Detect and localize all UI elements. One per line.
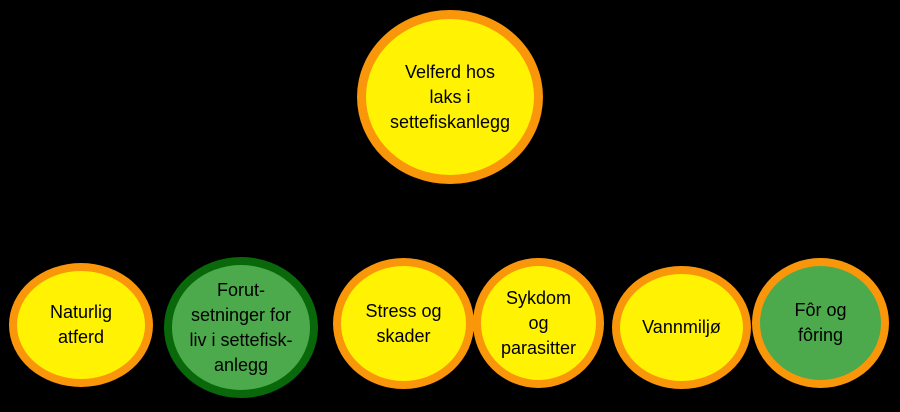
node-label: Vannmiljø (642, 317, 721, 337)
node-sykdom-og-parasitter: Sykdom og parasitter (473, 258, 604, 388)
node-stress-og-skader: Stress og skader (333, 258, 474, 389)
node-label: Sykdom og parasitter (500, 287, 577, 358)
node-label: Forut- setninger for liv i settefisk- an… (189, 279, 293, 375)
node-vannmiljo: Vannmiljø (612, 266, 751, 389)
node-label: Fôr og fôring (794, 300, 847, 345)
node-naturlig-atferd: Naturlig atferd (9, 263, 153, 387)
node-for-og-foring: Fôr og fôring (752, 258, 889, 388)
node-velferd-hos-laks: Velferd hos laks i settefiskanlegg (357, 10, 543, 184)
node-label: Velferd hos laks i settefiskanlegg (389, 61, 511, 132)
node-label: Stress og skader (365, 300, 442, 346)
node-label: Naturlig atferd (49, 302, 113, 347)
node-forutsetninger: Forut- setninger for liv i settefisk- an… (164, 257, 318, 398)
